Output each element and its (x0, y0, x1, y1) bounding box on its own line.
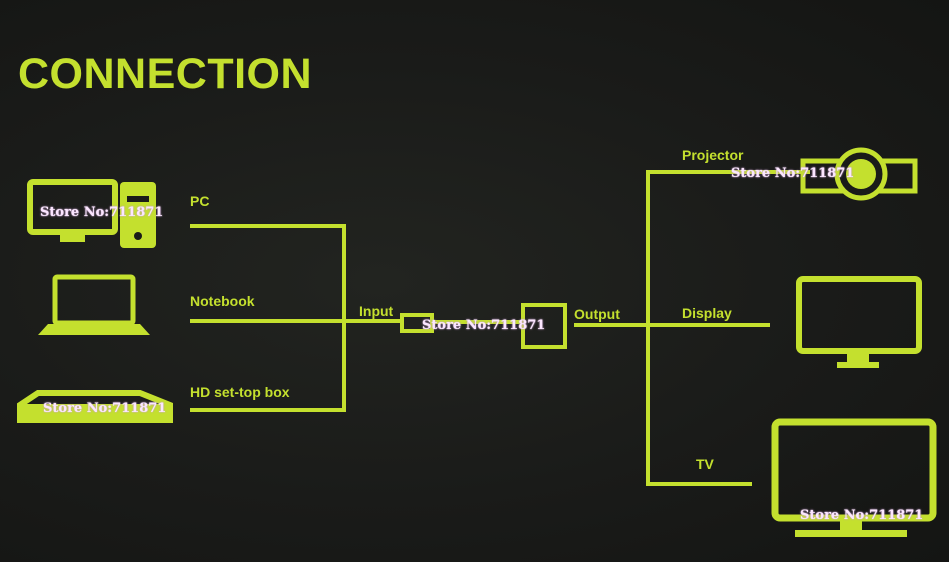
converter-box-icon (400, 303, 567, 349)
output-label-tv: TV (696, 456, 714, 472)
set-top-box-icon (17, 390, 173, 423)
input-label: Input (359, 303, 394, 319)
source-label-pc: PC (190, 193, 210, 209)
projector-icon (800, 147, 918, 201)
output-label-projector: Projector (682, 147, 744, 163)
watermark: Store No:711871 (43, 401, 167, 416)
output-label-display: Display (682, 305, 732, 321)
watermark: Store No:711871 (731, 166, 855, 181)
output-label: Output (574, 306, 620, 322)
watermark: Store No:711871 (800, 508, 924, 523)
source-bus-line (190, 224, 346, 412)
source-label-set-top-box: HD set-top box (190, 384, 290, 400)
tv-icon (771, 418, 937, 537)
laptop-icon (38, 274, 150, 335)
desktop-pc-icon (27, 179, 156, 248)
output-bus-line (646, 170, 810, 486)
watermark: Store No:711871 (422, 318, 546, 333)
monitor-icon (796, 276, 922, 368)
source-label-notebook: Notebook (190, 293, 255, 309)
watermark: Store No:711871 (40, 205, 164, 220)
page-title: CONNECTION (18, 50, 313, 98)
